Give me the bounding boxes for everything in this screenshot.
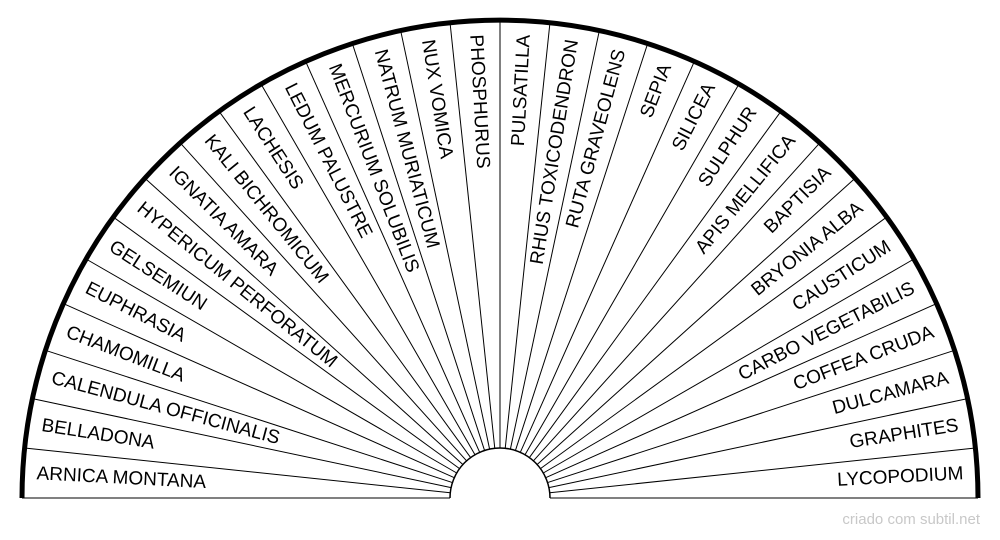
sector-divider: [514, 43, 649, 451]
sector-divider: [533, 142, 821, 462]
sector-divider: [144, 177, 464, 465]
sector-label: SILICEA: [668, 80, 720, 155]
sector-divider: [32, 398, 452, 489]
sector-label: ARNICA MONTANA: [36, 463, 207, 493]
sector-label: PHOSPHURUS: [465, 34, 493, 169]
sector-dividers: [24, 20, 976, 494]
sector-divider: [351, 43, 486, 451]
sector-divider: [400, 30, 491, 450]
sector-divider: [548, 398, 968, 489]
sector-divider: [24, 447, 451, 494]
sector-label: SEPIA: [636, 61, 676, 121]
sector-divider: [509, 30, 600, 450]
sector-label: NUX VOMICA: [417, 38, 457, 160]
sector-divider: [504, 22, 551, 449]
sector-divider: [545, 303, 937, 479]
sector-label: RHUS TOXICODENDRON: [527, 38, 583, 266]
sector-divider: [260, 83, 476, 455]
sector-label: LYCOPODIUM: [837, 463, 964, 491]
sector-divider: [63, 303, 455, 479]
sector-divider: [449, 22, 496, 449]
sector-divider: [85, 258, 457, 474]
credit-text: criado com subtil.net: [842, 511, 980, 528]
sector-divider: [524, 83, 740, 455]
sector-divider: [218, 110, 472, 458]
sector-divider: [519, 61, 695, 453]
sector-divider: [543, 258, 915, 474]
inner-arc: [449, 447, 551, 499]
sector-divider: [112, 216, 460, 470]
sector-divider: [179, 142, 467, 462]
outer-arc: [19, 17, 981, 499]
sector-divider: [540, 216, 888, 470]
sector-divider: [547, 349, 955, 484]
sector-label: PULSATILLA: [508, 34, 535, 147]
sector-divider: [45, 349, 453, 484]
sector-divider: [528, 110, 782, 458]
sector-label: APIS MELLIFICA: [691, 131, 800, 259]
sector-divider: [549, 447, 976, 494]
sector-divider: [536, 177, 856, 465]
sector-divider: [305, 61, 481, 453]
